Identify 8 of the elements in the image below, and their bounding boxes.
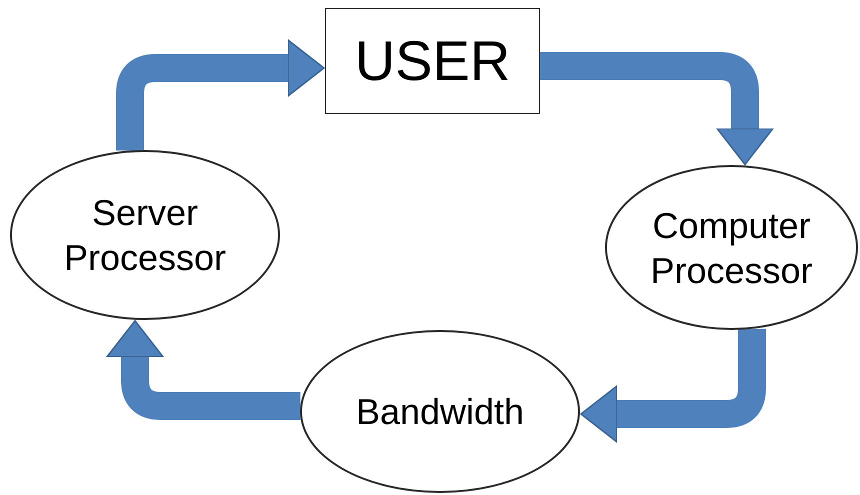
node-label: Server Processor	[62, 191, 228, 280]
user-box	[325, 8, 540, 114]
node-label: USER	[354, 28, 510, 94]
node-label: Computer Processor	[649, 204, 814, 292]
bent-arrow	[580, 328, 766, 443]
bent-arrow	[106, 320, 300, 420]
bent-arrow	[540, 52, 774, 166]
node-label: Bandwidth	[356, 390, 524, 434]
